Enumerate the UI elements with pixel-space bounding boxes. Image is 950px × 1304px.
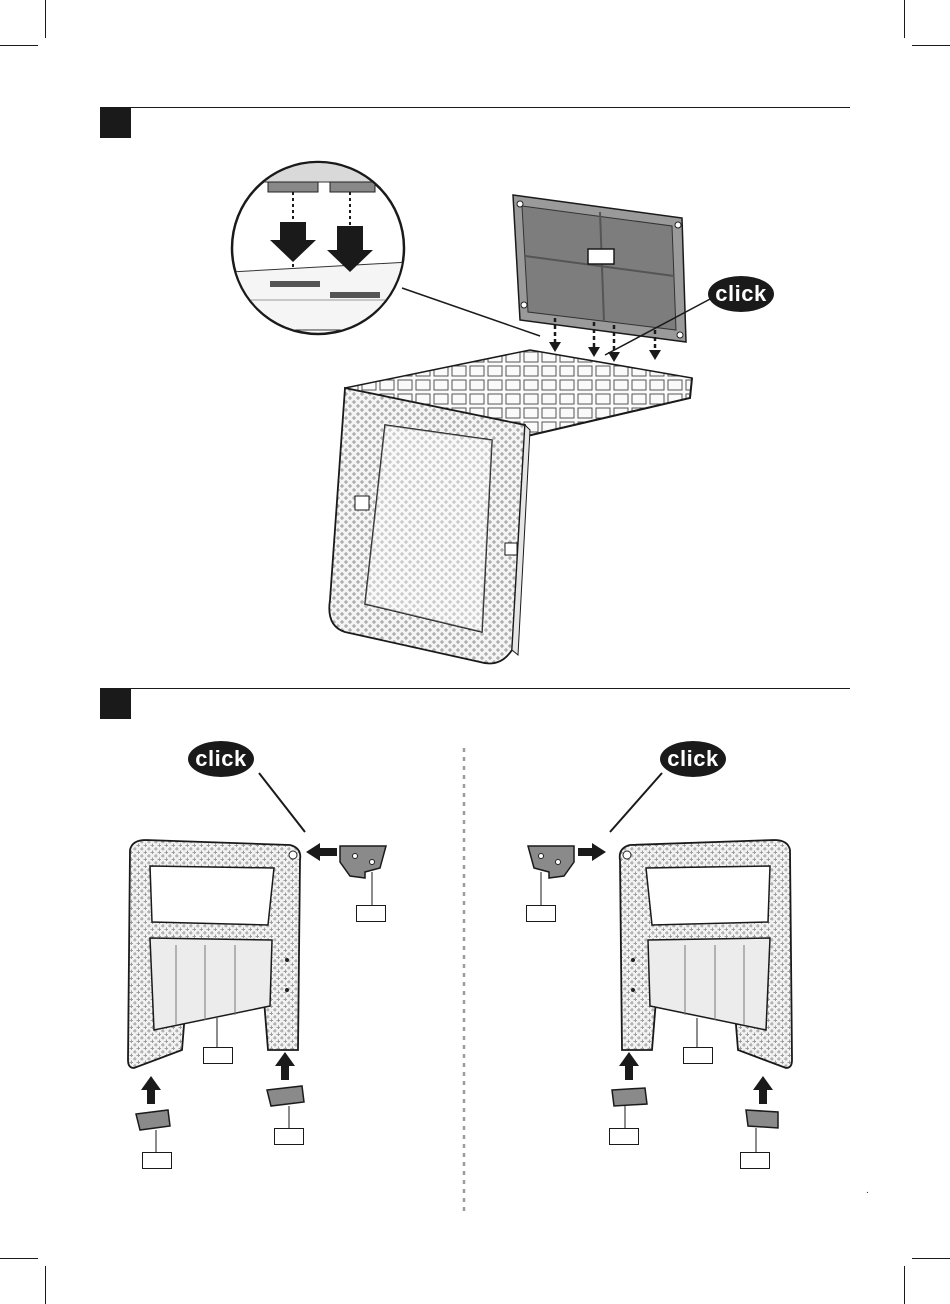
right-foot-arrow-1 xyxy=(619,1052,639,1080)
left-click-leader xyxy=(259,773,305,832)
right-click-callout: click xyxy=(660,741,726,777)
right-top-clip xyxy=(528,846,574,905)
right-foot-label-2 xyxy=(740,1152,770,1169)
right-foot-label-1 xyxy=(609,1128,639,1145)
left-backrest xyxy=(128,840,300,1068)
right-click-leader xyxy=(610,773,662,832)
left-top-arrow xyxy=(306,843,337,861)
right-foot-arrow-2 xyxy=(753,1076,773,1104)
right-top-clip-label xyxy=(526,905,556,922)
footer-mark: . xyxy=(866,1185,869,1196)
right-panel-label xyxy=(683,1047,713,1064)
left-foot-arrow-1 xyxy=(141,1076,161,1104)
left-top-clip-label xyxy=(356,905,386,922)
right-top-arrow xyxy=(578,843,606,861)
right-backrest xyxy=(620,840,792,1068)
left-panel-label xyxy=(203,1047,233,1064)
left-foot-arrow-2 xyxy=(275,1052,295,1080)
left-top-clip xyxy=(340,846,386,905)
left-foot-label-2 xyxy=(274,1128,304,1145)
left-click-callout: click xyxy=(188,741,254,777)
left-foot-label-1 xyxy=(142,1152,172,1169)
